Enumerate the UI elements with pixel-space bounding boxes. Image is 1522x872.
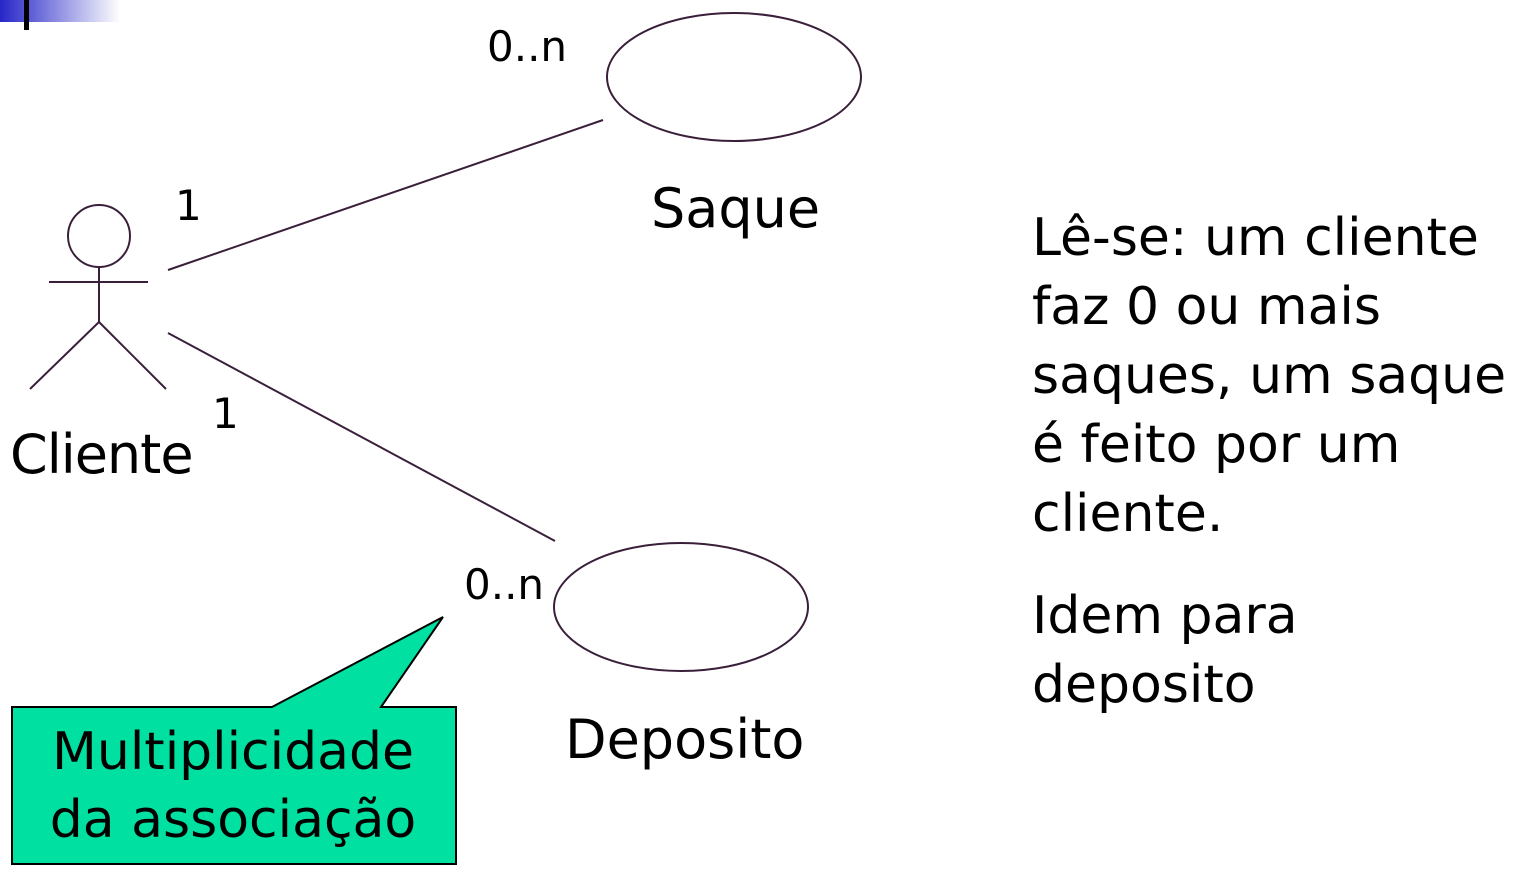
actor-left-leg <box>29 321 100 390</box>
association-line-deposito <box>167 332 556 542</box>
actor-head <box>67 204 131 268</box>
use-case-ellipse-deposito <box>553 542 809 672</box>
deposito-use-case-multiplicity: 0..n <box>464 560 545 609</box>
description-line: cliente. <box>1032 484 1224 544</box>
saque-use-case-name: Saque <box>651 177 821 240</box>
deposito-use-case-name: Deposito <box>565 708 805 771</box>
description-paragraph-1: Lê-se: um cliente faz 0 ou mais saques, … <box>1032 204 1506 549</box>
description-line: é feito por um <box>1032 415 1401 475</box>
association-line-saque <box>167 119 604 271</box>
callout-shape <box>11 616 457 865</box>
use-case-ellipse-saque <box>606 12 862 142</box>
saque-use-case-multiplicity: 0..n <box>487 22 568 71</box>
slide-accent-mark <box>24 0 29 30</box>
description-line: deposito <box>1032 655 1256 715</box>
description-line: Idem para <box>1032 586 1298 646</box>
description-line: Lê-se: um cliente <box>1032 208 1479 268</box>
actor-figure <box>29 204 167 390</box>
callout-line: da associação <box>49 790 417 850</box>
deposito-actor-multiplicity: 1 <box>212 389 239 438</box>
actor-name: Cliente <box>10 423 194 486</box>
saque-actor-multiplicity: 1 <box>175 181 202 230</box>
description-line: faz 0 ou mais <box>1032 277 1381 337</box>
actor-right-leg <box>98 321 167 390</box>
callout-text: Multiplicidade da associação <box>16 718 450 854</box>
description-line: saques, um saque <box>1032 346 1507 406</box>
callout-line: Multiplicidade <box>52 722 414 782</box>
slide-accent-bar <box>0 0 120 22</box>
description-paragraph-2: Idem para deposito <box>1032 582 1298 720</box>
